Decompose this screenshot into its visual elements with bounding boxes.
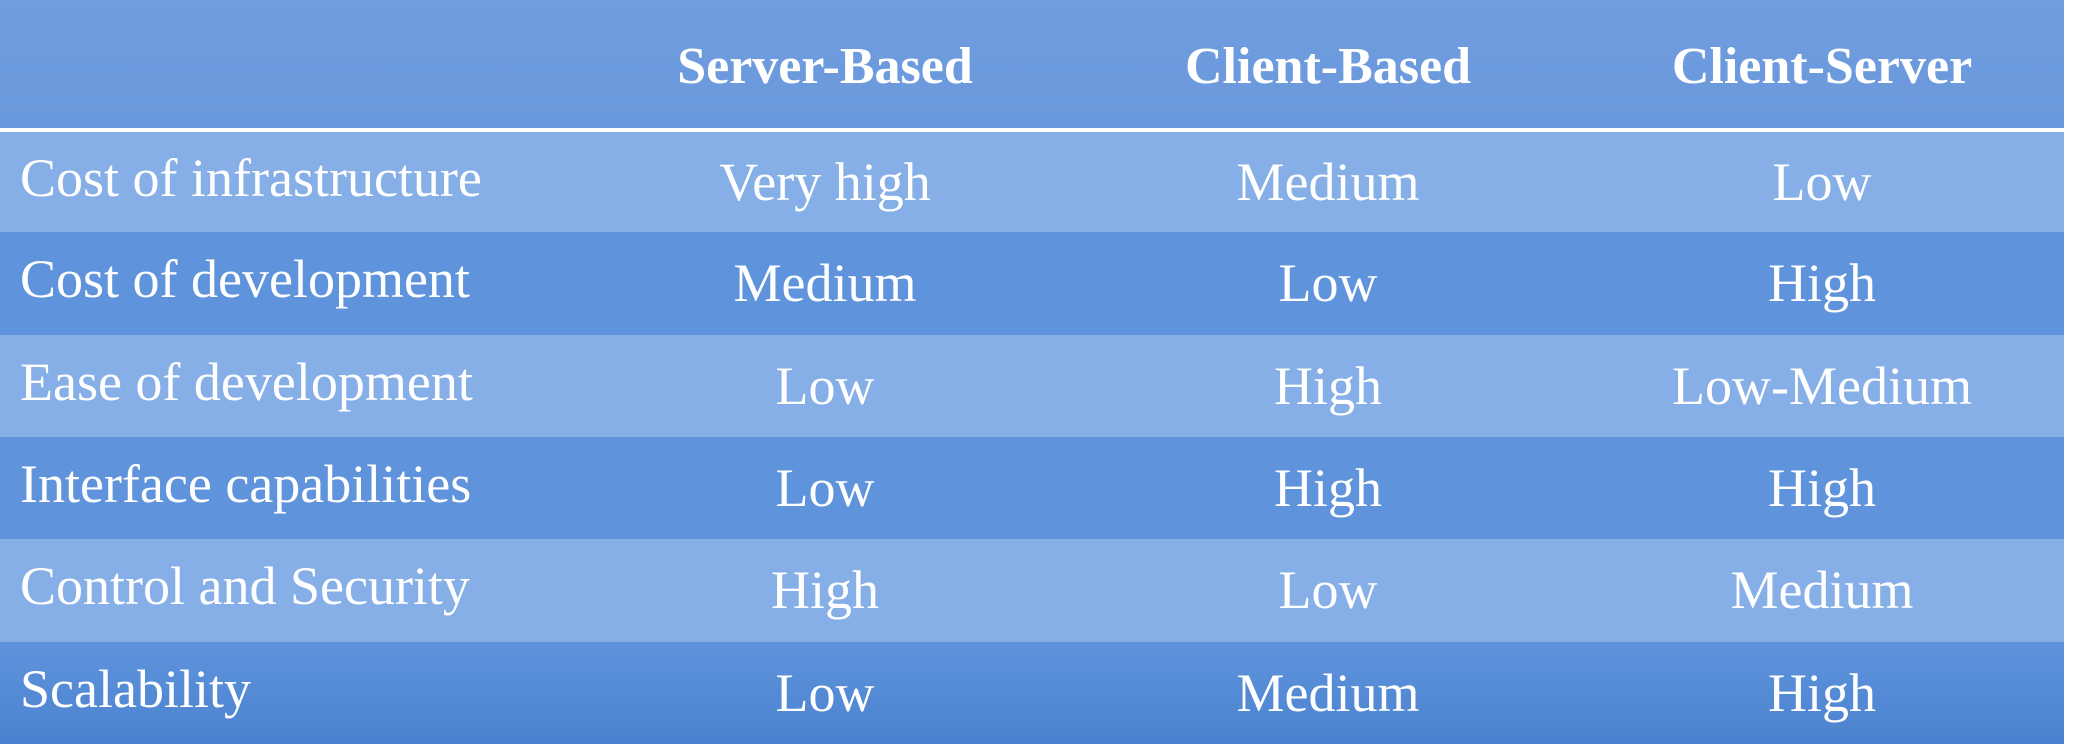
table-cell: Low — [775, 458, 875, 519]
table-cell: Medium — [1730, 560, 1914, 621]
row-label: Cost of development — [20, 249, 470, 310]
table-row: Control and Security High Low Medium — [0, 539, 2078, 642]
row-label: Scalability — [20, 658, 251, 719]
table-cell: High — [1274, 458, 1382, 519]
table-row: Cost of development Medium Low High — [0, 232, 2078, 335]
table-cell: High — [1768, 253, 1876, 314]
row-label: Interface capabilities — [20, 454, 472, 515]
table-cell: Low — [1278, 253, 1378, 314]
table-cell: High — [1768, 662, 1876, 723]
slide-edge — [2064, 0, 2078, 744]
table-cell: Low — [1772, 152, 1872, 213]
table-cell: Very high — [719, 152, 931, 213]
header-client-server: Client-Server — [1566, 0, 2078, 132]
table-row: Scalability Low Medium High — [0, 641, 2078, 744]
header-row: Server-Based Client-Based Client-Server — [0, 0, 2078, 132]
table-cell: Low — [775, 662, 875, 723]
row-label: Cost of infrastructure — [20, 148, 482, 209]
table-row: Ease of development Low High Low-Medium — [0, 334, 2078, 437]
table-cell: Medium — [1236, 152, 1420, 213]
table-cell: Low — [1278, 560, 1378, 621]
table-cell: Medium — [1236, 662, 1420, 723]
table-cell: Medium — [733, 253, 917, 314]
table-row: Cost of infrastructure Very high Medium … — [0, 130, 2078, 233]
header-server-based: Server-Based — [560, 0, 1090, 132]
table-cell: Low-Medium — [1672, 355, 1972, 416]
table-row: Interface capabilities Low High High — [0, 436, 2078, 540]
table-cell: High — [1274, 355, 1382, 416]
table-cell: High — [1768, 458, 1876, 519]
table-cell: High — [771, 560, 879, 621]
table-cell: Low — [775, 355, 875, 416]
row-label: Ease of development — [20, 351, 473, 412]
header-client-based: Client-Based — [1090, 0, 1566, 132]
header-corner — [0, 0, 560, 132]
row-label: Control and Security — [20, 556, 470, 617]
